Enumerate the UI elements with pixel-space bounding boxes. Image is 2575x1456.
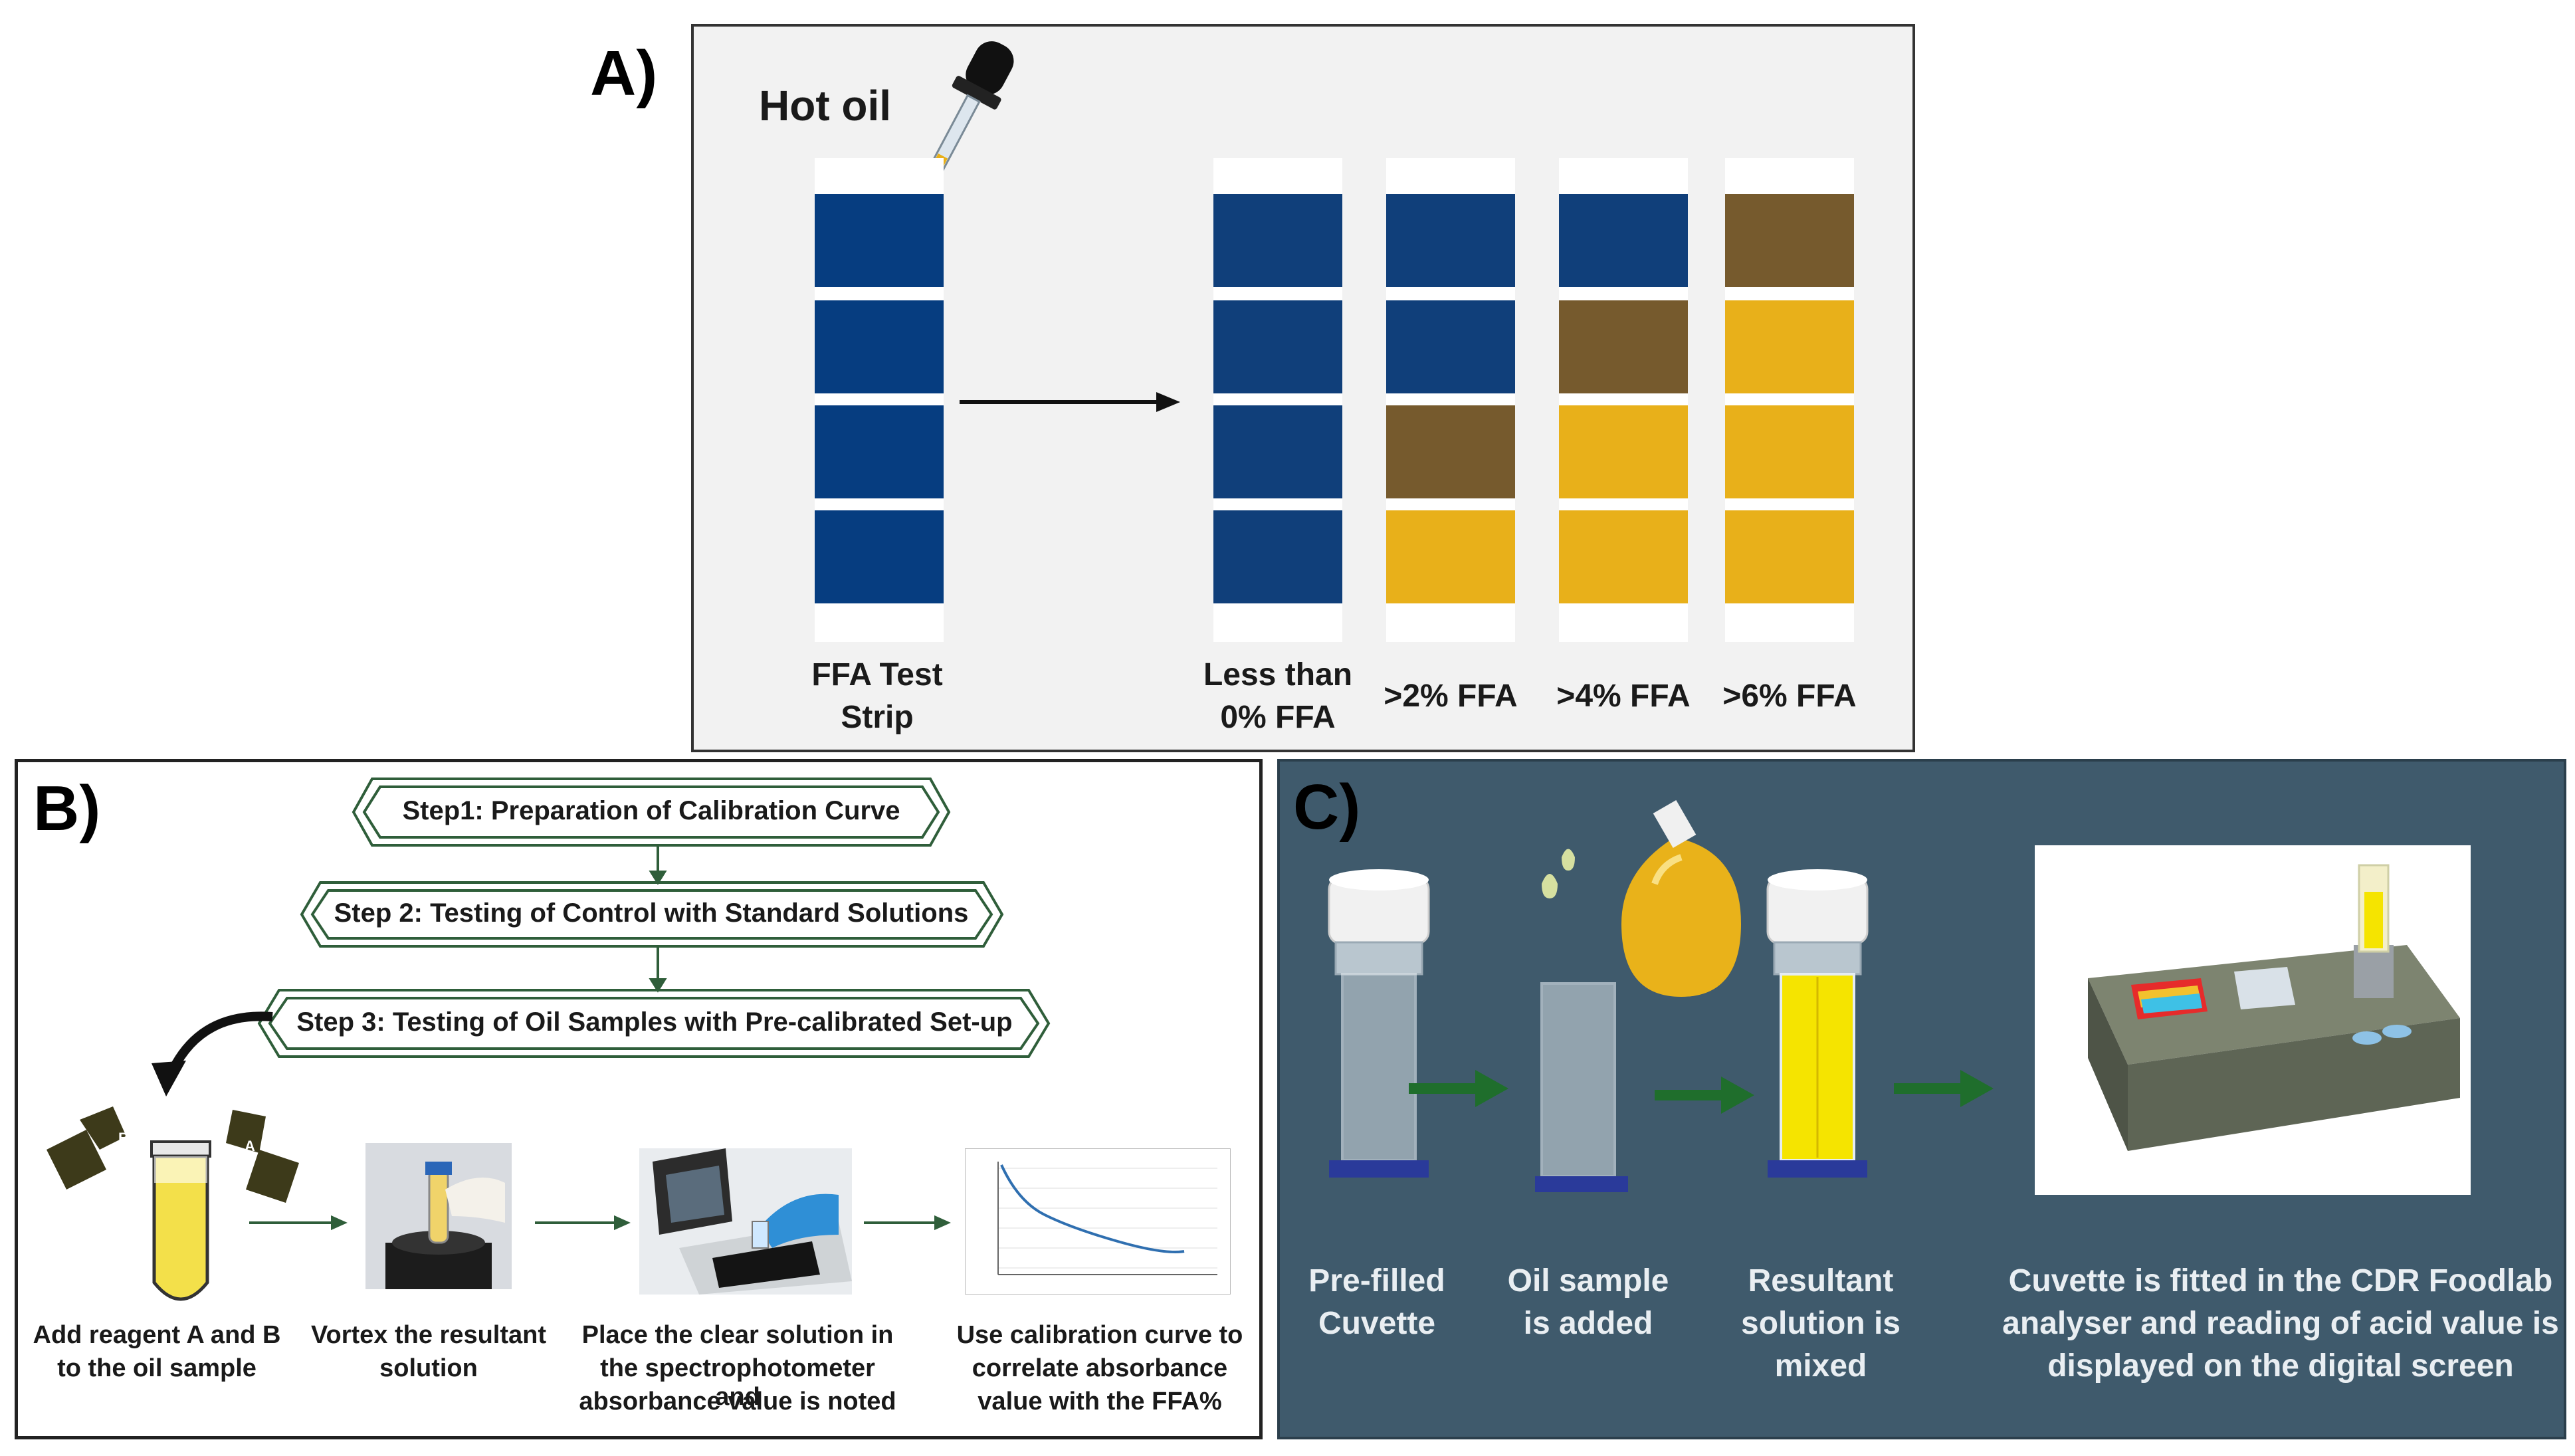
- result-pad: [1559, 405, 1688, 498]
- panel-a-label: A): [590, 38, 658, 109]
- panel-b-caption-line: Vortex the resultant: [310, 1321, 547, 1349]
- panel-b-label: B): [33, 773, 101, 844]
- result-label: >4% FFA: [1556, 678, 1691, 714]
- panel-c-caption-line: Resultant: [1748, 1263, 1894, 1299]
- oil-sample-illustration: [1535, 800, 1741, 1192]
- svg-text:B: B: [118, 1130, 129, 1146]
- mixed-solution-cuvette-illustration: [1766, 869, 1869, 1178]
- step-3-label: Step 3: Testing of Oil Samples with Pre-…: [296, 1007, 1013, 1037]
- result-label: >6% FFA: [1722, 678, 1857, 714]
- panel-b-caption-line: value with the FFA%: [978, 1388, 1222, 1415]
- result-pad: [1213, 510, 1342, 603]
- svg-text:A: A: [245, 1138, 255, 1154]
- panel-b-caption-line: Use calibration curve to: [956, 1321, 1243, 1349]
- result-pad: [1386, 194, 1515, 287]
- test-pad: [815, 510, 944, 603]
- panel-c-caption-line: analyser and reading of acid value is: [2002, 1306, 2559, 1341]
- result-pad: [1213, 300, 1342, 393]
- result-pad: [1386, 510, 1515, 603]
- panel-c-caption-line: mixed: [1774, 1348, 1867, 1384]
- prefilled-cuvette-illustration: [1328, 869, 1430, 1178]
- panel-b-caption-line: Place the clear solution in: [581, 1321, 894, 1349]
- panel-b-caption-line: the spectrophotometer and: [600, 1354, 875, 1411]
- panel-c-arrows: [1409, 1070, 1994, 1114]
- result-pad: [1213, 194, 1342, 287]
- panel-c-caption-line: Oil sample: [1507, 1263, 1669, 1299]
- result-pad: [1559, 510, 1688, 603]
- result-label: 0% FFA: [1220, 700, 1336, 735]
- panel-c-caption-line: Cuvette: [1318, 1306, 1436, 1341]
- panel-c-caption-line: displayed on the digital screen: [2047, 1348, 2514, 1384]
- step-flowchart: [257, 778, 1051, 1058]
- step-1-label: Step1: Preparation of Calibration Curve: [402, 796, 900, 825]
- result-pad: [1725, 405, 1854, 498]
- result-pad: [1386, 300, 1515, 393]
- step-2-label: Step 2: Testing of Control with Standard…: [334, 898, 969, 928]
- panel-b-caption-line: solution: [379, 1354, 478, 1382]
- vortex-illustration: [365, 1143, 512, 1289]
- panel-b-caption-line: correlate absorbance: [972, 1354, 1228, 1382]
- test-pad: [815, 405, 944, 498]
- hot-oil-label: Hot oil: [759, 82, 892, 130]
- reagent-tube-illustration: B A: [47, 1106, 299, 1301]
- result-label: Less than: [1203, 657, 1353, 692]
- panel-c-caption-line: solution is: [1741, 1306, 1901, 1341]
- test-pad: [815, 300, 944, 393]
- panel-c-caption-line: Pre-filled: [1308, 1263, 1445, 1299]
- panel-c-caption-line: is added: [1523, 1306, 1653, 1341]
- right-arrow: [960, 392, 1180, 412]
- panel-b-arrows: [249, 1215, 951, 1231]
- result-pad: [1559, 194, 1688, 287]
- result-pad: [1725, 194, 1854, 287]
- result-pad: [1213, 405, 1342, 498]
- panel-c-label: C): [1293, 772, 1361, 843]
- strip-label-line1: FFA Test: [811, 657, 943, 692]
- panel-b-caption-line: to the oil sample: [57, 1354, 257, 1382]
- cdr-foodlab-analyser-illustration: [2035, 845, 2471, 1195]
- curved-arrow-icon: [152, 1011, 273, 1096]
- strip-label-line2: Strip: [841, 700, 914, 735]
- panel-b: [15, 759, 1263, 1439]
- calibration-curve-chart: [965, 1148, 1231, 1295]
- panel-b-caption-line: Add reagent A and B: [33, 1321, 281, 1349]
- result-pad: [1559, 300, 1688, 393]
- panel-b-caption-line: absorbance value is noted: [579, 1388, 896, 1415]
- result-label: >2% FFA: [1384, 678, 1518, 714]
- result-pad: [1725, 510, 1854, 603]
- panel-c-caption-line: Cuvette is fitted in the CDR Foodlab: [2008, 1263, 2553, 1299]
- test-pad: [815, 194, 944, 287]
- result-pad: [1386, 405, 1515, 498]
- spectrophotometer-illustration: [639, 1148, 852, 1295]
- result-pad: [1725, 300, 1854, 393]
